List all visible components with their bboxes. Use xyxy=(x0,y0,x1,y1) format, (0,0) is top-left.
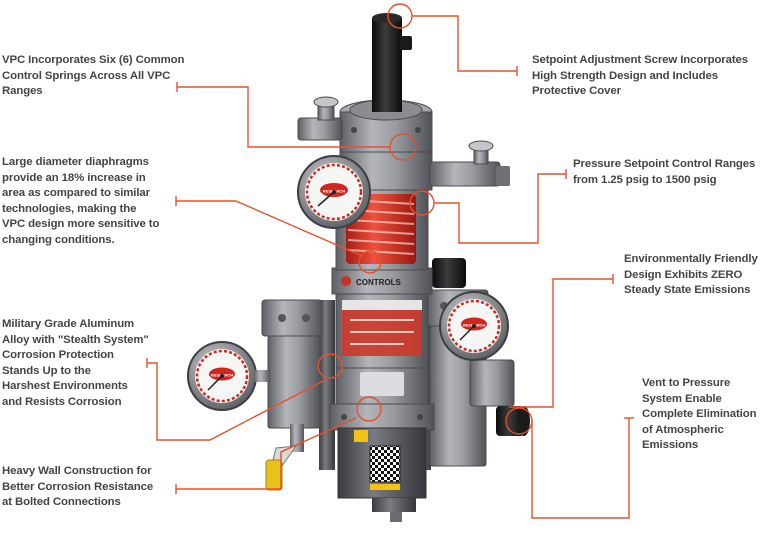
brand-ring: CONTROLS xyxy=(331,267,433,295)
marker-setpoint-screw xyxy=(387,3,413,29)
callout-pressure-range: Pressure Setpoint Control Ranges from 1.… xyxy=(573,158,756,186)
callout-setpoint-screw: Setpoint Adjustment Screw Incorporates H… xyxy=(532,54,749,98)
callout-heavy-wall: Heavy Wall Construction for Better Corro… xyxy=(2,465,154,509)
left-valve-block xyxy=(261,299,323,429)
lower-body xyxy=(335,287,429,371)
vent-port xyxy=(496,406,530,436)
leader-springs xyxy=(177,86,390,148)
callout-springs: VPC Incorporates Six (6) Common Control … xyxy=(2,54,185,98)
leader-emissions xyxy=(509,278,613,408)
callout-aluminum: Military Grade Aluminum Alloy with "Stea… xyxy=(2,318,149,408)
leader-diaphragm xyxy=(176,200,363,257)
fitting-top-left xyxy=(297,96,343,141)
callout-emissions: Environmentally Friendly Design Exhibits… xyxy=(624,253,758,297)
gauge-upper: RESEARCH xyxy=(297,155,371,229)
marker-vent xyxy=(505,407,533,435)
leader-lines xyxy=(146,3,634,519)
leader-pressure-range xyxy=(434,173,566,244)
marker-heavy-wall xyxy=(356,396,382,422)
callout-diaphragm: Large diameter diaphragms provide an 18%… xyxy=(2,156,160,246)
bottom-cylinder xyxy=(337,427,427,522)
gauge-left: RESEARCH xyxy=(187,341,270,411)
leader-aluminum xyxy=(147,362,326,441)
brand-label: CONTROLS xyxy=(356,278,402,287)
side-port-upper xyxy=(432,258,466,288)
leader-heavy-wall xyxy=(176,417,357,490)
diaphragm-case xyxy=(329,367,435,431)
leader-setpoint-screw xyxy=(412,15,517,72)
ball-valve-handle xyxy=(265,424,304,491)
marker-diaphragm xyxy=(358,250,382,274)
marker-springs xyxy=(389,133,417,161)
setpoint-screw-cover xyxy=(372,13,412,112)
fitting-top-right xyxy=(429,140,510,187)
leader-vent xyxy=(531,418,630,519)
callout-vent: Vent to Pressure System Enable Complete … xyxy=(642,377,757,452)
marker-pressure-range xyxy=(409,190,435,216)
gauge-right: RESEARCH xyxy=(439,291,509,361)
regulator-illustration: CONTROLS xyxy=(187,13,530,522)
marker-aluminum xyxy=(317,353,343,379)
